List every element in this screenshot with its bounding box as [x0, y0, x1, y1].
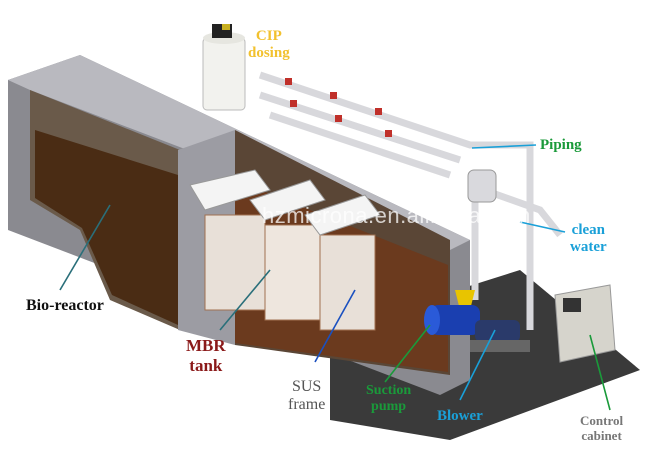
suction-vessel — [467, 169, 497, 203]
cip-dosing-tank — [202, 24, 246, 111]
label-piping: Piping — [540, 137, 582, 153]
control-cabinet-unit — [554, 284, 616, 363]
callout-arrows — [59, 144, 611, 411]
label-cip-dosing: CIP dosing — [248, 28, 290, 61]
suction-pump-unit — [424, 290, 480, 335]
label-control-cabinet: Control cabinet — [580, 413, 624, 443]
label-sus-frame: SUS frame — [288, 378, 326, 413]
label-suction-pump: Suction pump — [366, 383, 412, 414]
pipe-valves — [285, 78, 392, 137]
label-bio-reactor: Bio-reactor — [26, 297, 104, 314]
membrane-modules — [189, 169, 381, 331]
label-blower: Blower — [437, 408, 483, 424]
bio-reactor-liquid — [35, 130, 178, 325]
label-clean-water: clean water — [570, 222, 607, 255]
label-mbr-tank: MBR tank — [186, 336, 226, 375]
watermark: hzmicrona.en.alibaba.com — [262, 203, 531, 228]
